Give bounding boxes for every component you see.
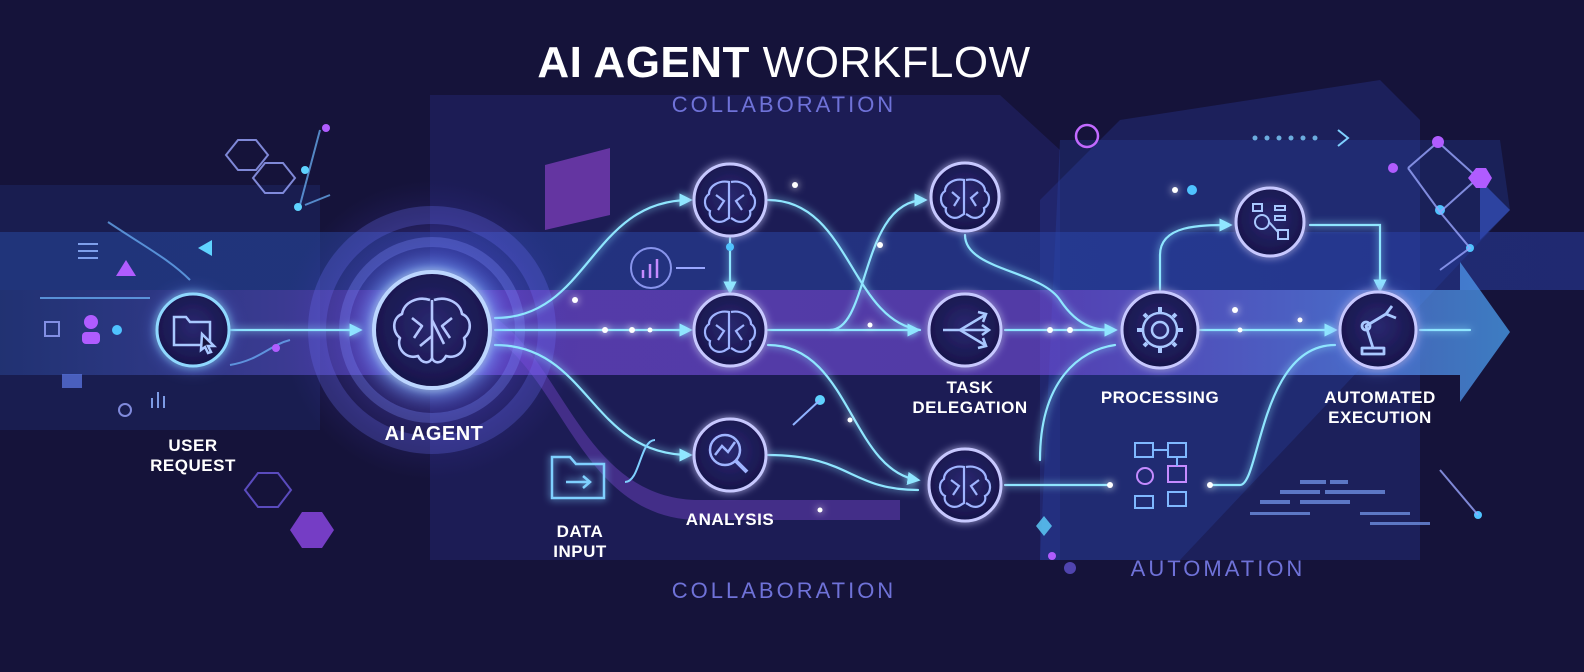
label-user-request: USER REQUEST [150,436,236,475]
split-arrows-icon [943,310,992,350]
node-top-right-brain[interactable] [929,161,1001,233]
label-data-input: DATA INPUT [553,522,607,561]
node-user-request[interactable] [153,290,233,370]
left-decor [44,139,297,508]
node-collab-top[interactable] [692,162,768,238]
label-analysis: ANALYSIS [685,510,775,529]
folder-cursor-icon [172,315,218,355]
chart-bubble-icon [630,247,672,289]
brain-icon [703,180,757,223]
connections [228,193,1472,492]
brain-icon [703,310,757,353]
brain-icon [938,465,992,508]
node-task-delegation[interactable] [927,292,1003,368]
title-bold: AI AGENT [537,38,750,87]
node-bottom-brain[interactable] [927,447,1003,523]
page-title: AI AGENT WORKFLOW [537,38,1030,88]
subtitle-top: COLLABORATION [671,92,897,117]
brain-icon [392,297,472,364]
subtitle-right: AUTOMATION [1130,556,1306,581]
node-top-right-config[interactable] [1234,186,1306,258]
label-automated-execution: AUTOMATED EXECUTION [1324,388,1436,427]
title-light: WORKFLOW [762,38,1031,87]
magnifier-chart-icon [708,433,749,474]
brain-icon [939,178,991,219]
node-analysis[interactable] [692,417,768,493]
subtitle-bottom: COLLABORATION [671,578,897,603]
label-task-delegation: TASK DELEGATION [912,378,1028,417]
label-processing: PROCESSING [1100,388,1220,407]
folder-arrow-icon [550,455,606,500]
node-collab-middle[interactable] [692,292,768,368]
node-processing[interactable] [1120,290,1200,370]
gear-icon [1137,307,1183,353]
process-blocks-icon [1134,442,1187,509]
signal-dots [572,182,1303,513]
gear-blocks-icon [1252,203,1289,240]
node-ai-agent[interactable] [364,262,500,398]
label-ai-agent: AI AGENT [384,423,484,445]
node-automated-execution[interactable] [1336,288,1420,372]
robot-arm-icon [1360,305,1397,356]
